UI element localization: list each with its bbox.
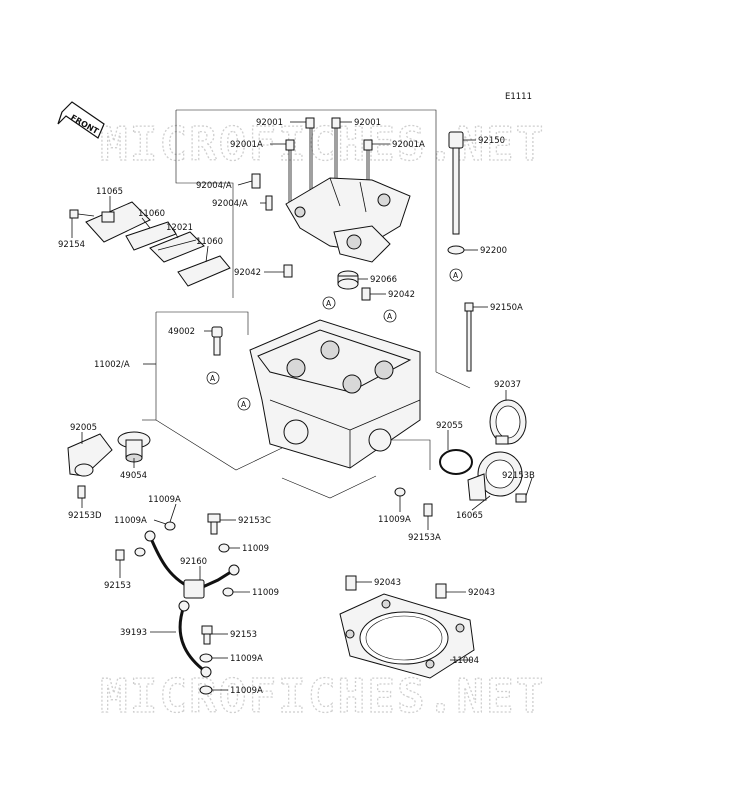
label-49054: 49054: [120, 471, 147, 481]
label-11009a-3: 11009A: [378, 515, 411, 525]
bolt-92153-mid: [201, 625, 213, 645]
label-12021: 12021: [166, 223, 193, 233]
label-92042-right: 92042: [388, 290, 415, 300]
label-11009a-5: 11009A: [230, 686, 263, 696]
label-92154: 92154: [58, 240, 85, 250]
valve-guide-49002: [211, 326, 223, 356]
label-11009-2: 11009: [252, 588, 279, 598]
front-arrow-icon: FRONT: [57, 101, 105, 139]
washer-11009a-4: [199, 653, 213, 663]
label-11009-1: 11009: [242, 544, 269, 554]
stud-bolt-92150: [448, 131, 464, 235]
assembly-frame: [142, 109, 471, 499]
dowel-92043-left: [345, 575, 357, 591]
label-92055: 92055: [436, 421, 463, 431]
watermark-bottom: MICROFICHES.NET: [100, 669, 545, 723]
ref-mark-a-5: A: [449, 268, 463, 282]
label-92153d: 92153D: [68, 511, 102, 521]
washer-11009a-5: [199, 685, 213, 695]
svg-text:A: A: [241, 400, 247, 409]
label-92042-left: 92042: [234, 268, 261, 278]
ref-mark-a-4: A: [237, 397, 251, 411]
dowel-92043-right: [435, 583, 447, 599]
label-92001-left: 92001: [256, 118, 283, 128]
label-92001-right: 92001: [354, 118, 381, 128]
clamp-92160: [183, 579, 205, 599]
washer-11009-2: [222, 587, 234, 597]
leader-lines: [71, 121, 533, 691]
label-92043-left: 92043: [374, 578, 401, 588]
pin-92042-right: [361, 287, 371, 301]
label-11060-1: 11060: [138, 209, 165, 219]
label-92043-right: 92043: [468, 588, 495, 598]
thermostat-cover-92005: [67, 433, 113, 477]
label-92153a: 92153A: [408, 533, 441, 543]
label-11004: 11004: [452, 656, 479, 666]
watermark-top: MICROFICHES.NET: [100, 117, 545, 171]
cover-11065: [85, 201, 151, 243]
label-92037: 92037: [494, 380, 521, 390]
cylinder-head-11002a: [249, 319, 421, 469]
svg-text:A: A: [387, 312, 393, 321]
label-92200: 92200: [480, 246, 507, 256]
label-16065: 16065: [456, 511, 483, 521]
label-11009a-2: 11009A: [114, 516, 147, 526]
oil-pipe-39193: [144, 530, 240, 678]
label-39193: 39193: [120, 628, 147, 638]
bolt-92153a: [423, 503, 433, 517]
ref-mark-a-1: A: [322, 296, 336, 310]
label-11002a: 11002/A: [94, 360, 130, 370]
label-92001a-left: 92001A: [230, 140, 263, 150]
label-92005: 92005: [70, 423, 97, 433]
svg-text:A: A: [210, 374, 216, 383]
label-92150a: 92150A: [490, 303, 523, 313]
dowel-pin-92004a-1: [251, 173, 261, 189]
head-gasket-11004: [339, 593, 475, 679]
label-92160: 92160: [180, 557, 207, 567]
bolt-92153d: [77, 485, 86, 499]
label-92153c: 92153C: [238, 516, 271, 526]
label-92153b: 92153B: [502, 471, 535, 481]
svg-text:A: A: [326, 299, 332, 308]
camshaft-holder: [285, 177, 411, 263]
bolt-92154: [69, 209, 95, 219]
bolt-92153b: [515, 493, 527, 503]
pin-92042-left: [283, 264, 293, 278]
dowel-pin-92004a-2: [265, 195, 273, 211]
label-92066: 92066: [370, 275, 397, 285]
gasket-11060-2: [177, 255, 231, 287]
label-92001a-right: 92001A: [392, 140, 425, 150]
ref-mark-a-2: A: [383, 309, 397, 323]
label-49002: 49002: [168, 327, 195, 337]
seal-92066: [337, 270, 359, 290]
clamp-92037: [489, 399, 527, 445]
label-92153-left: 92153: [104, 581, 131, 591]
carburetor-holder-16065: [467, 451, 523, 501]
bolt-92153-left: [115, 549, 125, 561]
label-92153-mid: 92153: [230, 630, 257, 640]
washer-11009a-2: [134, 547, 146, 557]
oring-92055: [439, 449, 473, 475]
bolt-92153c: [207, 513, 221, 535]
diagram-code: E1111: [505, 92, 532, 102]
label-92004a-2: 92004/A: [212, 199, 248, 209]
washer-11009a-3: [394, 487, 406, 497]
thermostat-49054: [117, 431, 151, 463]
label-11009a-1: 11009A: [148, 495, 181, 505]
washer-92200: [447, 245, 465, 255]
label-11060-2: 11060: [196, 237, 223, 247]
stud-bolt-92150a: [464, 302, 474, 372]
label-92150: 92150: [478, 136, 505, 146]
part-labels: 92001 92001 92001A 92001A 92150 11065 92…: [58, 118, 535, 696]
washer-11009-1: [218, 543, 230, 553]
reed-valve-12021: [149, 231, 205, 263]
label-11009a-4: 11009A: [230, 654, 263, 664]
svg-text:A: A: [453, 271, 459, 280]
label-11065: 11065: [96, 187, 123, 197]
ref-mark-a-3: A: [206, 371, 220, 385]
label-92004a-1: 92004/A: [196, 181, 232, 191]
washer-11009a-1: [164, 521, 176, 531]
